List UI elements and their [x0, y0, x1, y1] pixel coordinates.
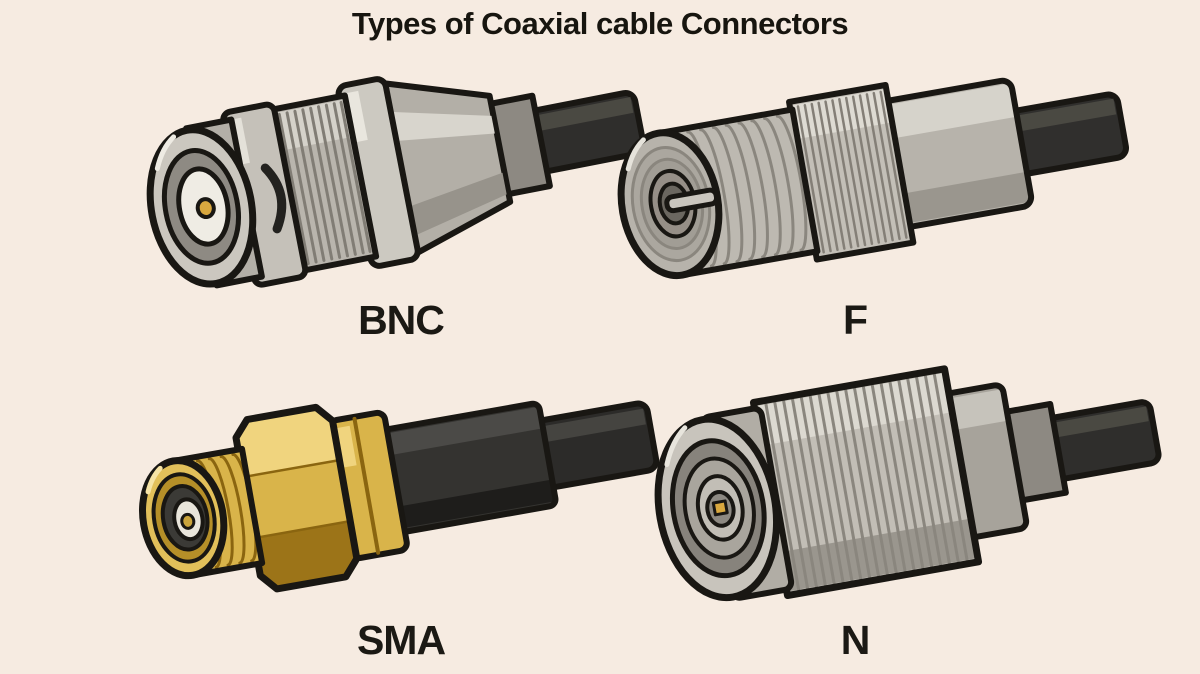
bnc-center-pin [195, 197, 216, 220]
f-front-face [617, 129, 723, 280]
page-title: Types of Coaxial cable Connectors [351, 6, 849, 41]
sma-connector-illustration [139, 400, 660, 593]
f-rear-barrel [879, 77, 1035, 230]
bnc-cable [526, 90, 647, 175]
f-connector-illustration [617, 77, 1129, 280]
connector-figure-bnc: BNC [146, 58, 647, 343]
connector-figure-n: N [642, 365, 1162, 663]
n-ribbed-barrel [749, 365, 983, 600]
sma-cable [530, 400, 660, 491]
sma-hex-nut [232, 403, 361, 593]
sma-front-face [139, 457, 228, 580]
connector-figure-sma: SMA [139, 378, 660, 663]
connector-figure-f: F [617, 58, 1129, 343]
connector-label-n: N [840, 617, 871, 663]
connector-label-f: F [842, 297, 868, 343]
bnc-front-face [146, 126, 257, 288]
sma-body [377, 400, 559, 536]
connector-label-bnc: BNC [358, 297, 445, 343]
sma-center-pin [180, 512, 196, 530]
n-center-pin [711, 499, 729, 517]
f-center-pin [664, 187, 720, 214]
bnc-connector-illustration [146, 76, 647, 289]
f-knurled-ring [786, 81, 917, 263]
n-connector-illustration [654, 365, 1162, 602]
connector-label-sma: SMA [356, 617, 446, 663]
n-front-face [654, 415, 781, 602]
